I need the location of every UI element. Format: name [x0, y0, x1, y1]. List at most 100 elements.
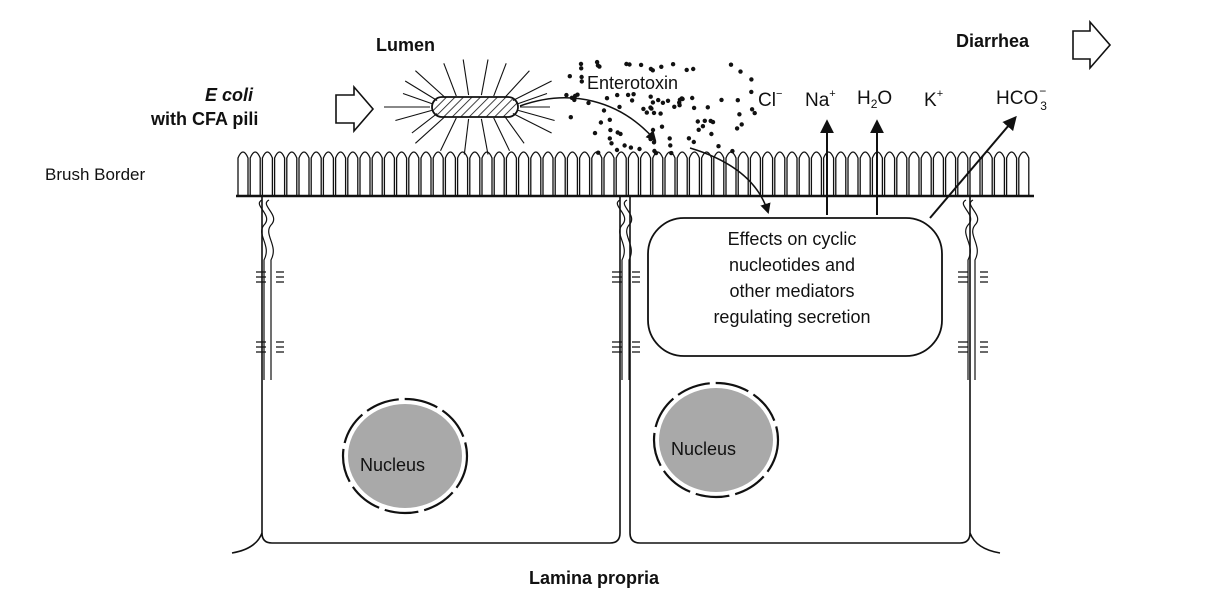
toxin-dot: [564, 93, 568, 97]
toxin-dot: [609, 141, 613, 145]
pilus: [494, 118, 510, 151]
toxin-dot: [595, 60, 599, 64]
toxin-dot: [697, 128, 701, 132]
ion-sodium: Na+: [805, 89, 836, 110]
pilus: [415, 71, 445, 98]
toxin-dot: [568, 74, 572, 78]
toxin-dot: [669, 151, 673, 155]
toxin-dot: [622, 143, 626, 147]
toxin-dot: [716, 144, 720, 148]
toxin-dot: [648, 105, 652, 109]
toxin-dot: [687, 136, 691, 140]
ion-bicarbonate: HCO−3: [996, 89, 1050, 108]
toxin-dot: [579, 66, 583, 70]
toxin-dot: [651, 128, 655, 132]
water: H2O: [857, 89, 892, 110]
pilus: [464, 119, 468, 155]
toxin-dot: [736, 98, 740, 102]
toxin-dot: [649, 67, 653, 71]
toxin-dot: [658, 111, 662, 115]
ecoli-arrow: [336, 87, 373, 131]
pilus: [505, 116, 525, 143]
toxin-dot: [605, 96, 609, 100]
toxin-dot: [696, 119, 700, 123]
toxin-dot: [579, 75, 583, 79]
toxin-dot: [637, 147, 641, 151]
ecoli-bacterium: [432, 97, 518, 117]
lamina-propria-label: Lamina propria: [529, 569, 659, 587]
ecoli-label: E coli: [205, 86, 253, 104]
ecoli-cfa-label: with CFA pili: [151, 110, 258, 128]
toxin-dot: [703, 119, 707, 123]
toxin-dot: [616, 130, 620, 134]
toxin-dot: [596, 151, 600, 155]
ion-potassium: K+: [924, 89, 943, 110]
toxin-dot: [641, 107, 645, 111]
pilus: [513, 114, 552, 134]
ion-potassium-charge: +: [937, 88, 943, 100]
pilus: [513, 81, 552, 101]
ion-chloride-charge: −: [776, 88, 782, 100]
toxin-dot: [671, 62, 675, 66]
toxin-dot: [615, 93, 619, 97]
toxin-dot: [593, 131, 597, 135]
toxin-dot: [706, 105, 710, 109]
toxin-dot: [627, 62, 631, 66]
toxin-dot: [692, 106, 696, 110]
toxin-dot: [740, 122, 744, 126]
effects-line-3: other mediators: [640, 278, 944, 304]
ion-sodium-base: Na: [805, 90, 829, 111]
toxin-dot: [629, 145, 633, 149]
microvillus: [238, 152, 1029, 196]
diarrhea-label: Diarrhea: [956, 32, 1029, 50]
toxin-dot: [651, 100, 655, 104]
toxin-dot: [580, 79, 584, 83]
toxin-dot: [659, 65, 663, 69]
toxin-dot: [709, 119, 713, 123]
toxin-dot: [666, 99, 670, 103]
lumen-label: Lumen: [376, 36, 435, 54]
toxin-dot: [690, 96, 694, 100]
toxin-dot: [639, 63, 643, 67]
diarrhea-arrow: [1073, 22, 1110, 68]
toxin-dot: [750, 107, 754, 111]
toxin-dot: [701, 124, 705, 128]
toxin-dot: [668, 143, 672, 147]
toxin-dot: [652, 111, 656, 115]
water-h: H: [857, 88, 871, 109]
toxin-dot: [617, 105, 621, 109]
pilus: [405, 81, 437, 101]
left-basal-foot: [232, 533, 262, 553]
toxin-dot: [738, 69, 742, 73]
nucleus-left-label: Nucleus: [360, 456, 425, 474]
toxin-dot: [626, 93, 630, 97]
pilus: [395, 110, 431, 120]
toxin-dot: [586, 101, 590, 105]
toxin-dot: [729, 62, 733, 66]
toxin-dot: [654, 151, 658, 155]
toxin-dot: [608, 118, 612, 122]
water-o: O: [877, 88, 892, 109]
pilus: [415, 116, 445, 143]
ion-sodium-charge: +: [829, 88, 835, 100]
toxin-dot: [677, 103, 681, 107]
toxin-dot: [753, 111, 757, 115]
toxin-dot: [680, 96, 684, 100]
ion-bicarbonate-subscript: 3: [1040, 100, 1047, 112]
toxin-dot: [730, 149, 734, 153]
brush-border-label: Brush Border: [45, 166, 145, 183]
ion-chloride-base: Cl: [758, 90, 776, 111]
toxin-dot: [649, 95, 653, 99]
pilus: [441, 118, 457, 151]
toxin-dot: [668, 136, 672, 140]
effects-line-2: nucleotides and: [640, 252, 944, 278]
toxin-dot: [672, 105, 676, 109]
effects-text: Effects on cyclic nucleotides and other …: [640, 226, 944, 330]
toxin-dot: [656, 98, 660, 102]
toxin-dot: [719, 98, 723, 102]
pilus: [463, 60, 468, 96]
effects-line-1: Effects on cyclic: [640, 226, 944, 252]
ion-bicarbonate-base: HCO: [996, 88, 1038, 109]
toxin-dot: [599, 120, 603, 124]
toxin-dot: [652, 140, 656, 144]
